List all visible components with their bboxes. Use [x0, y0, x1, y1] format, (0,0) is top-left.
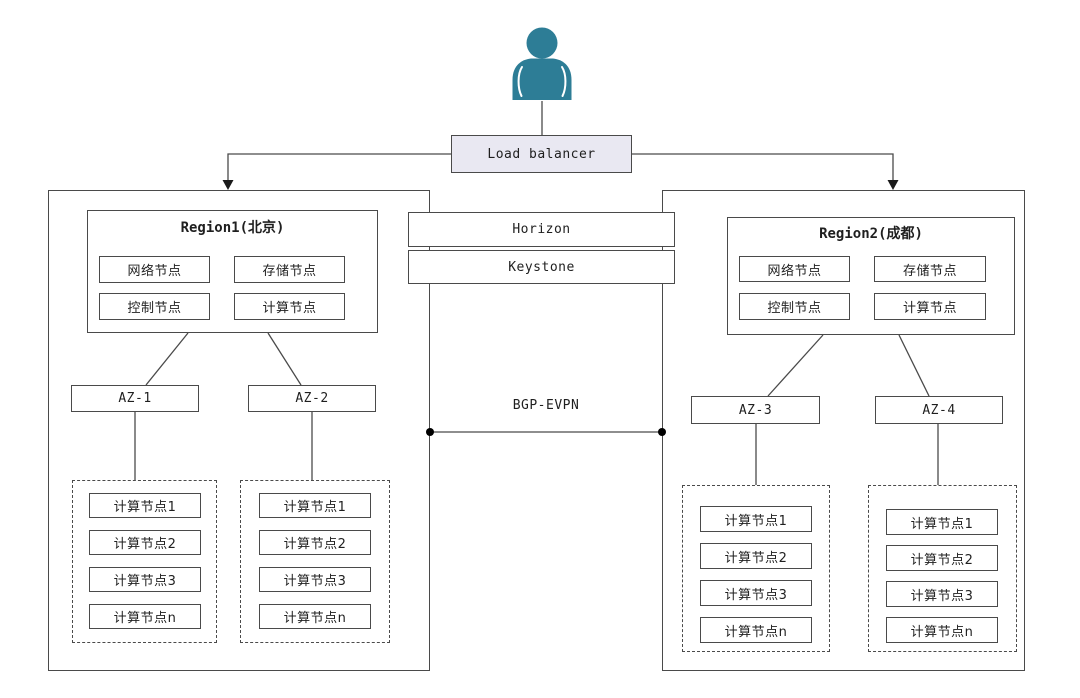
az3-compute-2: 计算节点2 — [700, 543, 812, 569]
az1-compute-2: 计算节点2 — [89, 530, 201, 555]
az4-compute-3: 计算节点3 — [886, 581, 998, 607]
az1-compute-n: 计算节点n — [89, 604, 201, 629]
bgp-evpn-label: BGP-EVPN — [512, 398, 580, 413]
az1-compute-1: 计算节点1 — [89, 493, 201, 518]
arrowhead-region2 — [887, 180, 899, 190]
az3-box: AZ-3 — [691, 396, 820, 424]
az3-compute-n: 计算节点n — [700, 617, 812, 643]
lb-to-region2-line — [632, 153, 894, 182]
region1-storage-node: 存储节点 — [234, 256, 345, 283]
az4-box: AZ-4 — [875, 396, 1003, 424]
az1-compute-3: 计算节点3 — [89, 567, 201, 592]
az3-compute-3: 计算节点3 — [700, 580, 812, 606]
az4-compute-2: 计算节点2 — [886, 545, 998, 571]
user-icon — [512, 27, 572, 100]
az2-compute-n: 计算节点n — [259, 604, 371, 629]
az4-compute-n: 计算节点n — [886, 617, 998, 643]
region2-compute-node: 计算节点 — [874, 293, 986, 320]
az1-box: AZ-1 — [71, 385, 199, 412]
lb-to-region1-line — [227, 153, 451, 182]
az2-compute-2: 计算节点2 — [259, 530, 371, 555]
az3-compute-1: 计算节点1 — [700, 506, 812, 532]
horizon-service: Horizon — [408, 212, 675, 247]
region2-network-node: 网络节点 — [739, 256, 850, 282]
region1-control-node: 控制节点 — [99, 293, 210, 320]
region1-title: Region1(北京) — [180, 220, 285, 236]
region1-network-node: 网络节点 — [99, 256, 210, 283]
load-balancer: Load balancer — [451, 135, 632, 173]
arrowhead-region1 — [222, 180, 234, 190]
az2-box: AZ-2 — [248, 385, 376, 412]
az2-compute-1: 计算节点1 — [259, 493, 371, 518]
az2-compute-3: 计算节点3 — [259, 567, 371, 592]
region2-control-node: 控制节点 — [739, 293, 850, 320]
region2-title: Region2(成都) — [819, 226, 923, 242]
region1-compute-node: 计算节点 — [234, 293, 345, 320]
keystone-service: Keystone — [408, 250, 675, 284]
az4-compute-1: 计算节点1 — [886, 509, 998, 535]
region2-storage-node: 存储节点 — [874, 256, 986, 282]
